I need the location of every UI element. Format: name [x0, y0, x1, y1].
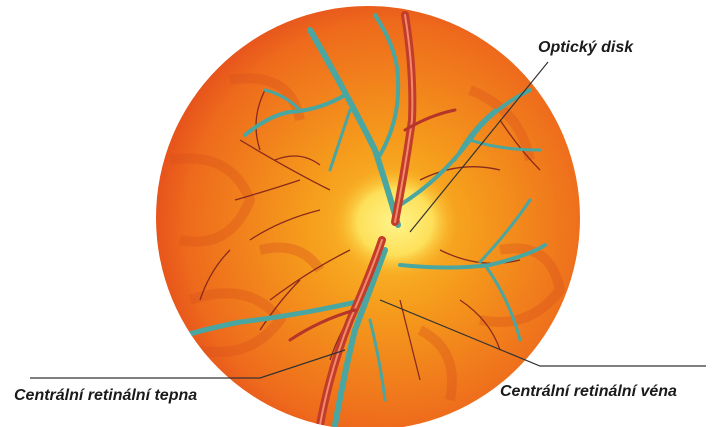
- optic-disc-label: Optický disk: [538, 40, 633, 56]
- central-artery-label: Centrální retinální tepna: [14, 388, 197, 404]
- central-vein-label: Centrální retinální véna: [500, 384, 677, 400]
